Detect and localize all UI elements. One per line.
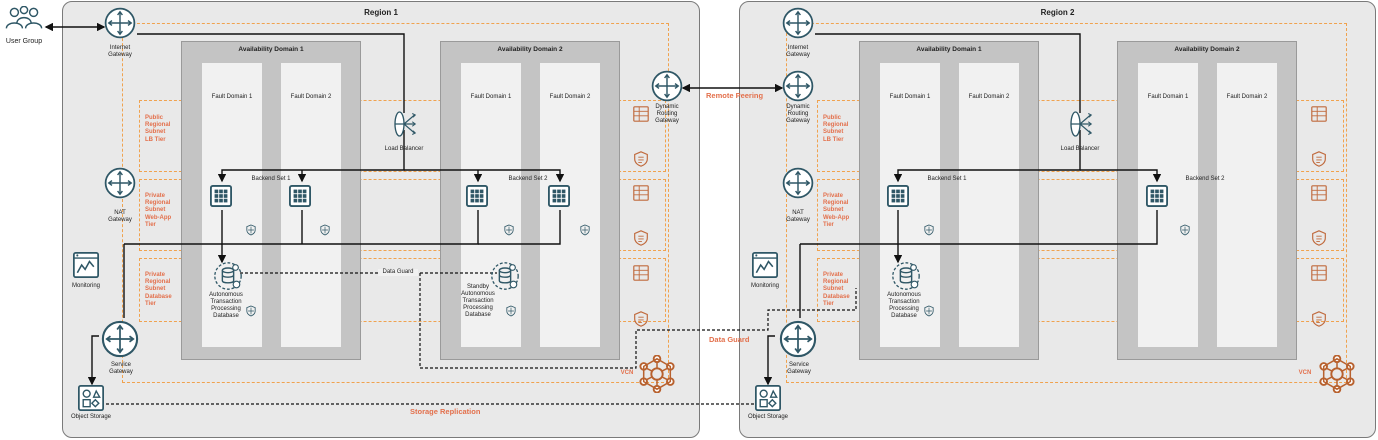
r1-dataguard-lines <box>106 272 857 405</box>
region-2-title: Region 2 <box>1040 8 1075 17</box>
ad-title: Availability Domain 2 <box>497 46 563 53</box>
ad-title: Availability Domain 2 <box>1174 46 1240 53</box>
object-storage-label: Object Storage <box>70 414 112 420</box>
ad-title: Availability Domain 1 <box>238 46 304 53</box>
monitoring-label: Monitoring <box>71 283 100 289</box>
subnet-db-tier-r1 <box>139 258 666 322</box>
backend-set-1-label: Backend Set 1 <box>251 176 291 182</box>
fault-domain-2: Fault Domain 2 <box>1217 63 1277 347</box>
backend-set-1-label: Backend Set 1 <box>927 176 967 182</box>
fault-domain-title: Fault Domain 1 <box>470 94 512 100</box>
subnet-lb-label: Public Regional Subnet LB Tier <box>145 115 171 143</box>
vcn-label: VCN <box>620 370 634 376</box>
db-label: Autonomous Transaction Processing Databa… <box>887 292 921 319</box>
region-1-title: Region 1 <box>364 8 398 17</box>
internet-gateway-label: Internet Gateway <box>786 45 810 58</box>
fault-domain-title: Fault Domain 2 <box>290 94 332 100</box>
vcn-region-1 <box>122 23 669 383</box>
drg-label: Dynamic Routing Gateway <box>786 104 810 124</box>
fault-domain-2: Fault Domain 2 <box>959 63 1019 347</box>
internet-gateway-label: Internet Gateway <box>108 45 132 58</box>
storage-replication-label: Storage Replication <box>410 407 481 416</box>
data-guard-cross-label: Data Guard <box>709 335 750 344</box>
subnet-lb-tier-r1 <box>139 100 666 172</box>
drg-label: Dynamic Routing Gateway <box>655 104 679 124</box>
r2-connections <box>763 33 1162 386</box>
vcn-label: VCN <box>1298 370 1312 376</box>
backend-set-2-label: Backend Set 2 <box>1185 176 1225 182</box>
fault-domain-title: Fault Domain 1 <box>889 94 931 100</box>
object-storage-label: Object Storage <box>747 414 789 420</box>
r1-icons <box>5 6 683 411</box>
fault-domain-title: Fault Domain 2 <box>1226 94 1268 100</box>
backend-set-2-label: Backend Set 2 <box>508 176 548 182</box>
fault-domain-title: Fault Domain 1 <box>211 94 253 100</box>
fault-domain-title: Fault Domain 1 <box>1147 94 1189 100</box>
load-balancer-label: Load Balancer <box>384 146 424 152</box>
nat-gateway-label: NAT Gateway <box>786 210 810 223</box>
remote-peering-label: Remote Peering <box>706 91 764 100</box>
user-group-label: User Group <box>5 38 43 45</box>
subnet-webapp-tier-r2 <box>817 179 1344 251</box>
subnet-webapp-label: Private Regional Subnet Web-App Tier <box>145 193 172 228</box>
fault-domain-title: Fault Domain 2 <box>968 94 1010 100</box>
ad-title: Availability Domain 1 <box>916 46 982 53</box>
data-guard-label: Data Guard <box>378 269 418 276</box>
availability-domain-1-r1: Availability Domain 1 Fault Domain 1 Fau… <box>181 41 361 360</box>
load-balancer-label: Load Balancer <box>1060 146 1100 152</box>
standby-db-label: Standby Autonomous Transaction Processin… <box>461 284 495 318</box>
fault-domain-title: Fault Domain 2 <box>549 94 591 100</box>
subnet-webapp-tier-r1 <box>139 179 666 251</box>
service-gateway-label: Service Gateway <box>109 362 133 375</box>
subnet-webapp-label: Private Regional Subnet Web-App Tier <box>823 193 850 228</box>
subnet-db-tier-r2 <box>817 258 1344 322</box>
monitoring-label: Monitoring <box>750 283 779 289</box>
service-gateway-label: Service Gateway <box>787 362 811 375</box>
availability-domain-2-r2: Availability Domain 2 Fault Domain 1 Fau… <box>1117 41 1297 360</box>
subnet-lb-label: Public Regional Subnet LB Tier <box>823 115 849 143</box>
subnet-db-label: Private Regional Subnet Database Tier <box>145 272 172 307</box>
primary-db-label: Autonomous Transaction Processing Databa… <box>209 292 243 319</box>
vcn-region-2 <box>786 23 1347 383</box>
subnet-db-label: Private Regional Subnet Database Tier <box>823 272 850 307</box>
r1-connections <box>44 22 784 386</box>
nat-gateway-label: NAT Gateway <box>108 210 132 223</box>
